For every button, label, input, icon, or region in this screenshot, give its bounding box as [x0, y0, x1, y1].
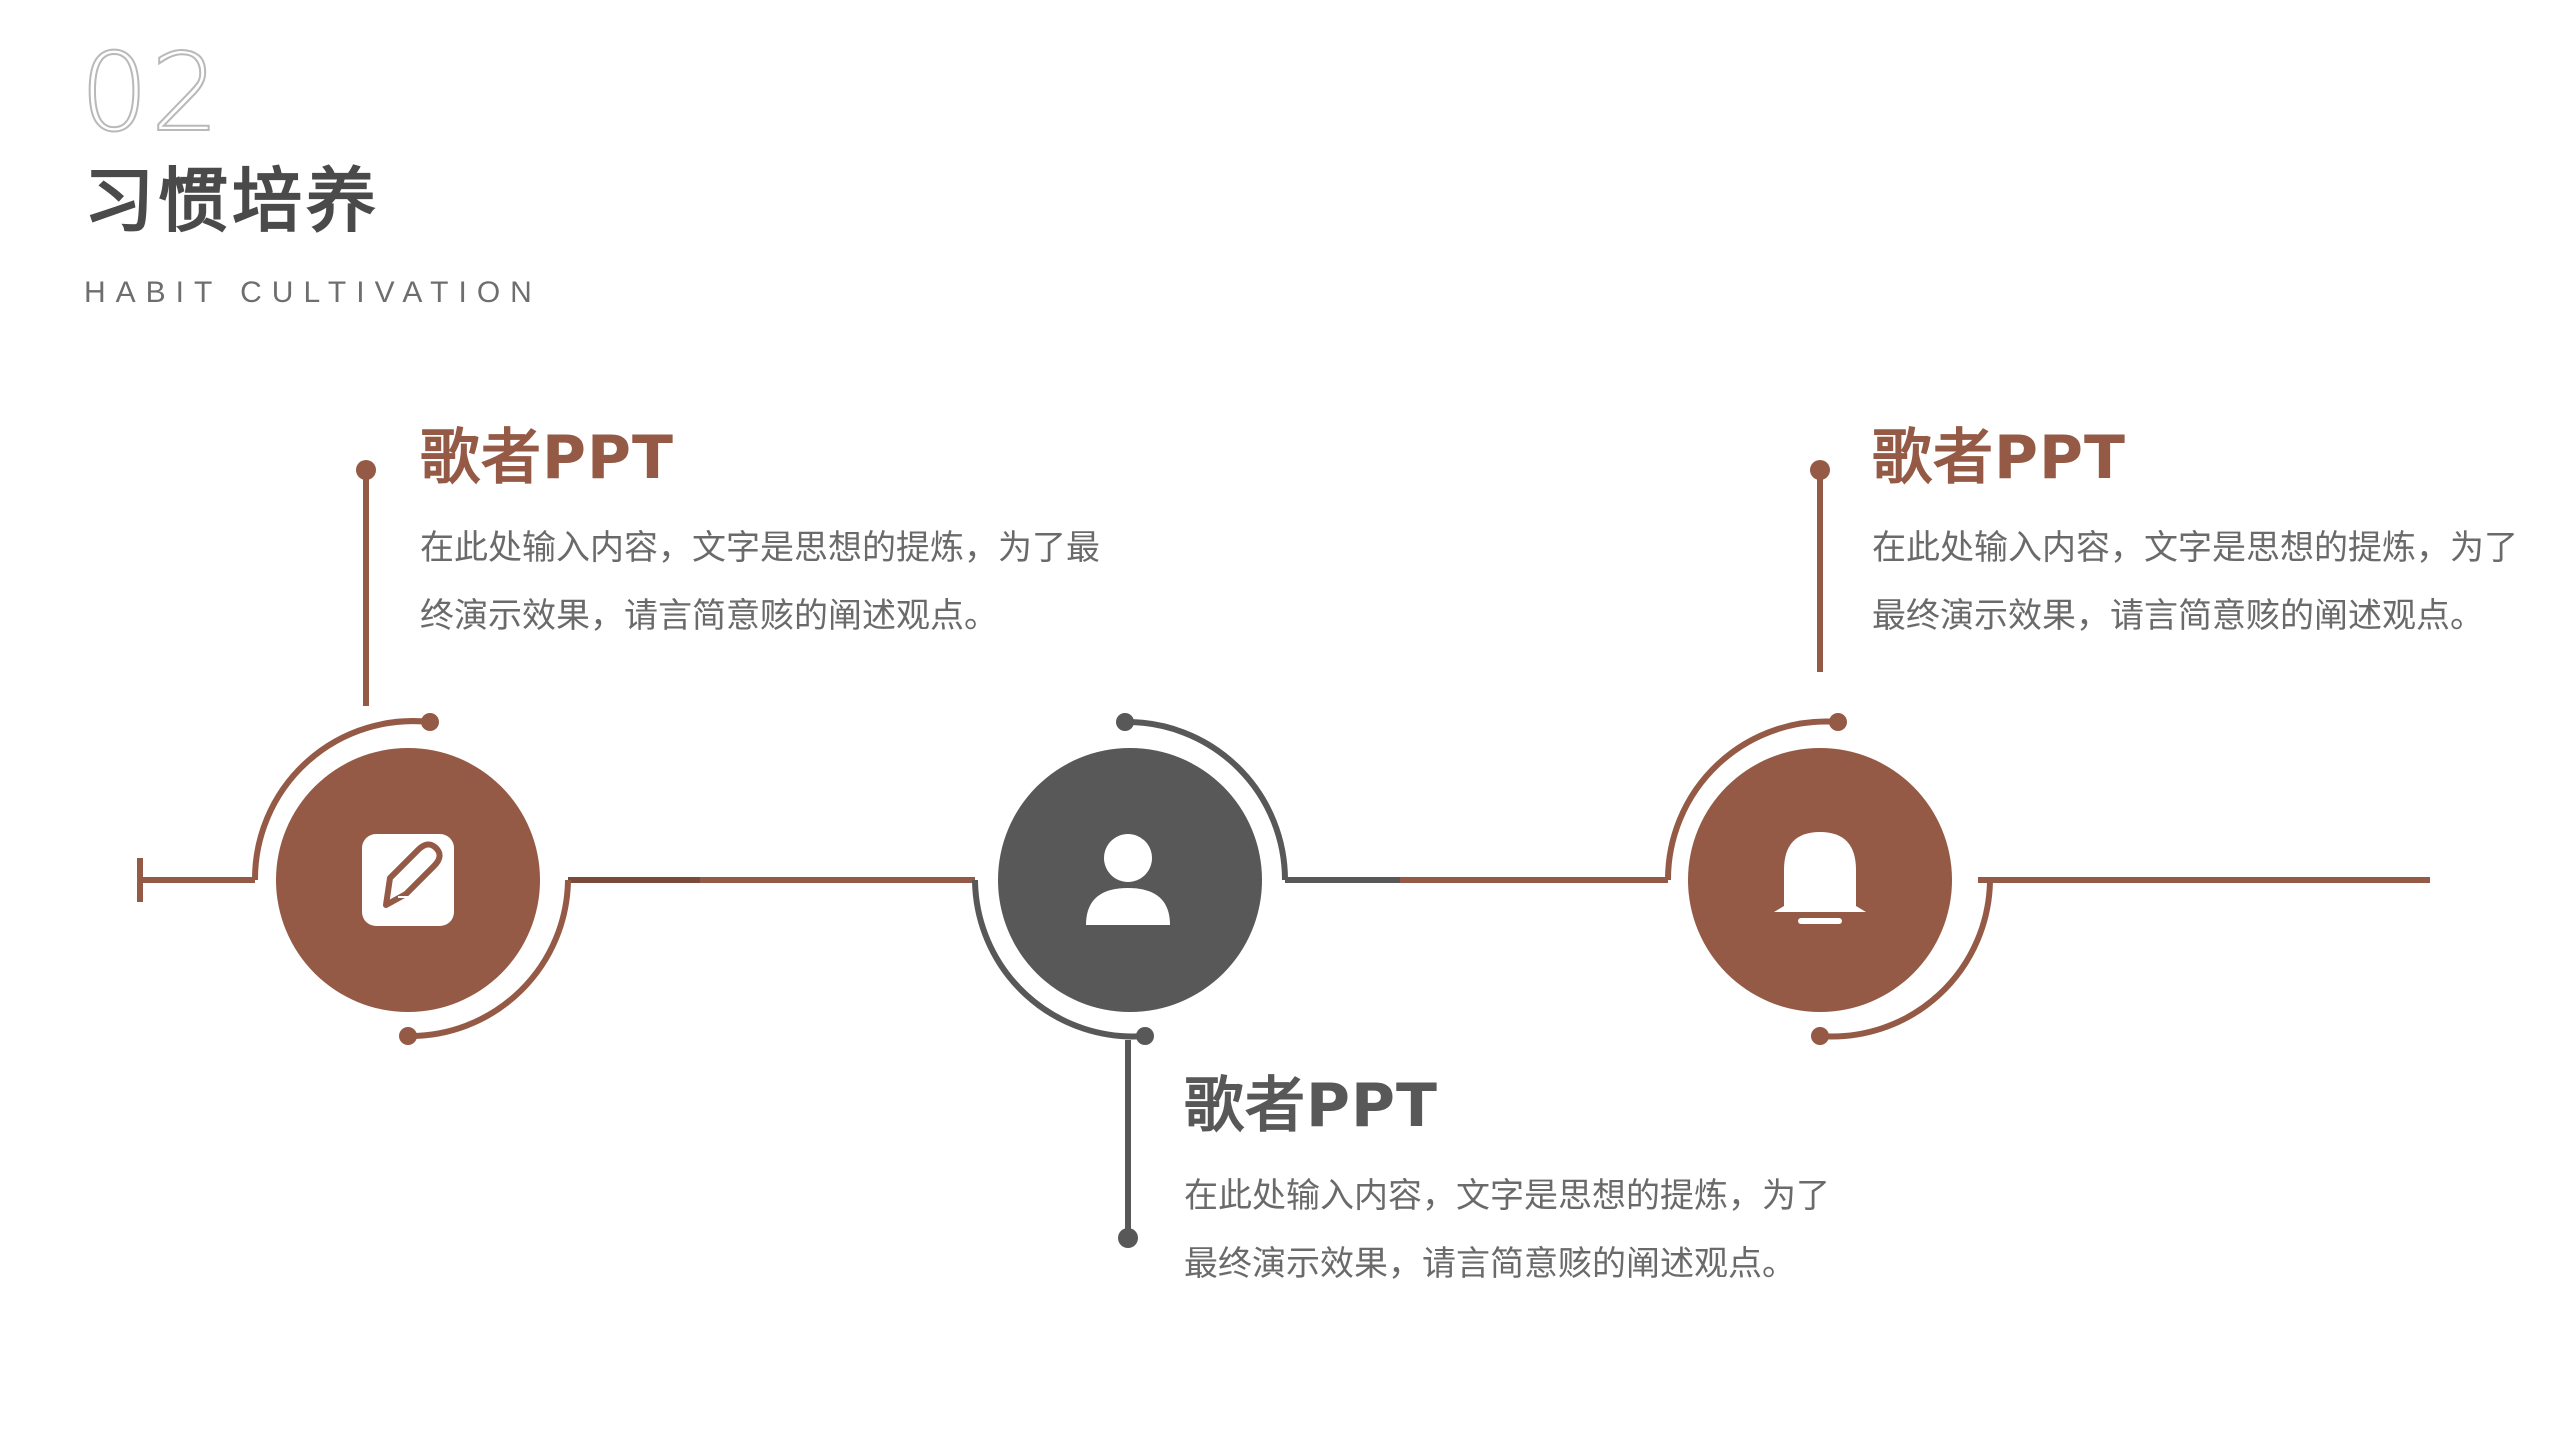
user-icon	[1086, 834, 1170, 925]
block-text: 在此处输入内容，文字是思想的提炼，为了最终演示效果，请言简意赅的阐述观点。	[420, 528, 1100, 636]
node-arc-bottom	[972, 879, 1146, 1040]
arc-end-dot	[1829, 713, 1847, 731]
text-block-3: 歌者PPT 在此处输入内容，文字是思想的提炼，为了最终演示效果，请言简意赅的阐述…	[1872, 428, 2532, 650]
block-title: 歌者PPT	[420, 423, 674, 493]
timeline-line	[137, 858, 2430, 902]
arc-end-dot	[1811, 1027, 1829, 1045]
section-number: 02	[79, 31, 222, 156]
text-block-1: 歌者PPT 在此处输入内容，文字是思想的提炼，为了最终演示效果，请言简意赅的阐述…	[420, 428, 1120, 650]
arc-end-dot	[399, 1027, 417, 1045]
block-title: 歌者PPT	[1872, 423, 2126, 493]
text-block-2: 歌者PPT 在此处输入内容，文字是思想的提炼，为了最终演示效果，请言简意赅的阐述…	[1184, 1076, 1844, 1298]
arc-end-dot	[1116, 713, 1134, 731]
node-arc-top	[1124, 718, 1288, 881]
connector-dot	[1118, 1228, 1138, 1248]
connector-dot	[1810, 460, 1830, 480]
node-arc-bottom	[1819, 879, 1993, 1040]
arc-end-dot	[421, 713, 439, 731]
section-subtitle: HABIT CULTIVATION	[84, 276, 542, 309]
section-title: 习惯培养	[84, 160, 380, 242]
edit-icon	[362, 834, 454, 926]
block-title: 歌者PPT	[1184, 1071, 1438, 1141]
block-text: 在此处输入内容，文字是思想的提炼，为了最终演示效果，请言简意赅的阐述观点。	[1872, 528, 2518, 636]
node-arc-bottom	[407, 879, 571, 1040]
connector-dot	[356, 460, 376, 480]
bell-icon	[1774, 832, 1866, 924]
block-text: 在此处输入内容，文字是思想的提炼，为了最终演示效果，请言简意赅的阐述观点。	[1184, 1176, 1830, 1284]
node-arc-top	[1664, 718, 1839, 881]
node-arc-top	[251, 718, 431, 881]
arc-end-dot	[1136, 1027, 1154, 1045]
